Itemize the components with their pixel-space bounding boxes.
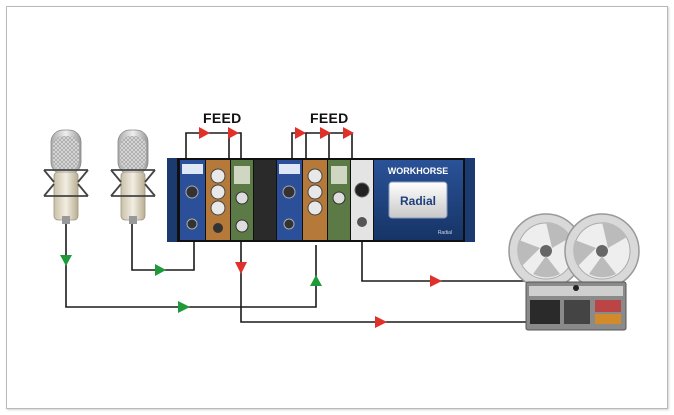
arrow-right-icon <box>430 275 442 287</box>
feed-loop-right-2 <box>306 132 330 160</box>
rack-tagline: Radial <box>438 230 452 236</box>
arrow-up-icon <box>310 275 322 286</box>
arrow-down-icon <box>235 262 247 274</box>
blank-slot <box>254 160 276 240</box>
feed-label-left: FEED <box>203 110 242 126</box>
module-4 <box>277 160 302 240</box>
arrow-right-icon <box>178 301 190 313</box>
arrow-right-icon <box>343 127 354 139</box>
arrow-right-icon <box>155 264 166 276</box>
arrow-down-icon <box>60 255 72 266</box>
rack-icon: WORKHORSE Radial Radial <box>167 158 475 242</box>
rack-model-label: WORKHORSE <box>388 166 449 176</box>
module-3 <box>231 160 253 240</box>
module2-output-cable <box>361 240 528 282</box>
microphone-icon <box>43 129 89 224</box>
microphone-icon <box>110 129 156 224</box>
module-5 <box>303 160 327 240</box>
diagram-frame <box>6 6 668 409</box>
module-2 <box>206 160 230 240</box>
arrow-right-icon <box>375 316 387 328</box>
arrow-right-icon <box>320 127 331 139</box>
feed-label-right: FEED <box>310 110 349 126</box>
module-6 <box>328 160 350 240</box>
arrow-right-icon <box>199 127 210 139</box>
arrow-right-icon <box>295 127 306 139</box>
feed-loop-left-1 <box>185 132 230 160</box>
feed-loop-right-3 <box>329 132 353 160</box>
module-1 <box>180 160 205 240</box>
tape-recorder-icon <box>508 213 640 331</box>
feed-loop-right-1 <box>291 132 307 160</box>
arrow-right-icon <box>228 127 239 139</box>
rack-brand-label: Radial <box>400 194 436 208</box>
rack-ear-left <box>167 158 179 242</box>
rack-ear-right <box>463 158 475 242</box>
module-7 <box>351 160 373 240</box>
arrows <box>60 127 442 328</box>
